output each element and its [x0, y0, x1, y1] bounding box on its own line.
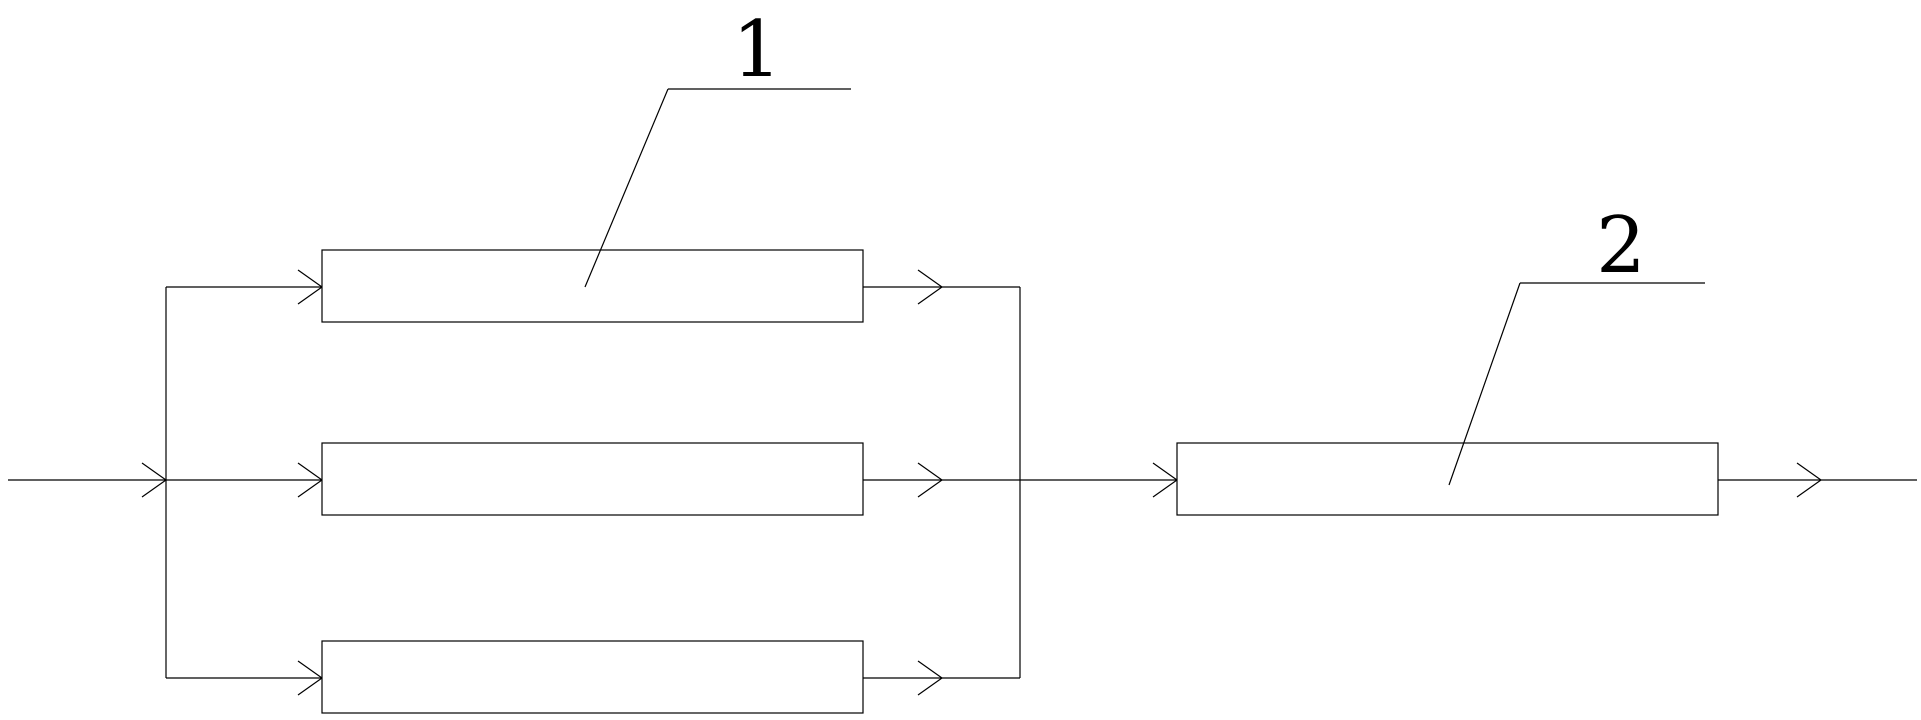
label-1: 1 [732, 5, 782, 95]
out-arrow-middle-icon [917, 462, 944, 498]
parallel-box-bottom [321, 640, 864, 714]
parallel-box-top [321, 249, 864, 323]
parallel-box-middle [321, 442, 864, 516]
output-arrow-icon [1796, 462, 1823, 498]
out-arrow-top-icon [917, 269, 944, 305]
label-2: 2 [1596, 201, 1646, 291]
output-box [1176, 442, 1719, 516]
leader-line-1 [584, 88, 669, 288]
leader-line-2 [1448, 282, 1521, 486]
out-arrow-bottom-icon [917, 660, 944, 696]
